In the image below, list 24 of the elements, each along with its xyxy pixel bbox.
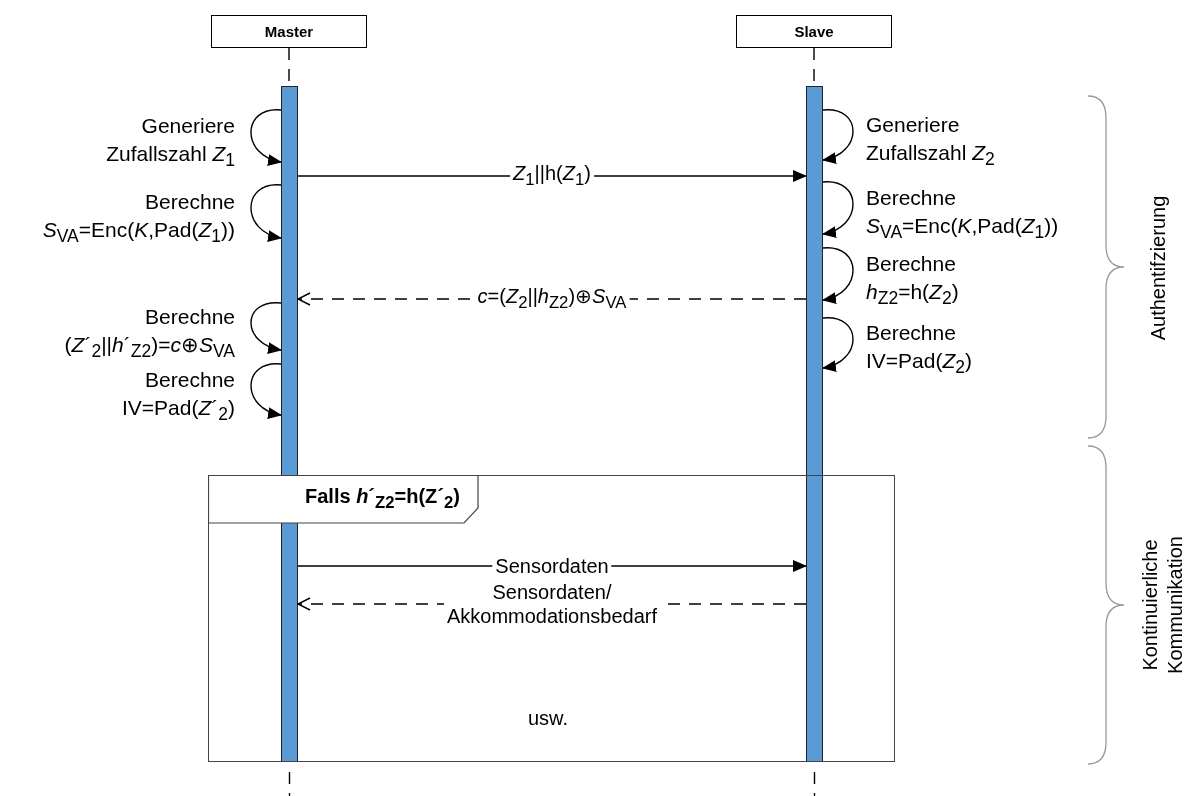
message-label: Berechne IV=Pad(Z$_{2}$) [866,320,973,380]
self-message-arrow [822,317,854,371]
self-message-arrow [250,363,282,418]
self-message-arrow [822,109,854,163]
message-label: Generiere Zufallszahl Z$_{1}$ [106,113,235,173]
lifeline-header: Slave [736,15,892,48]
self-message-arrow [250,184,282,241]
activation-bar [806,86,823,762]
note-text: usw. [528,706,568,730]
section-label: Authentifzierung [1145,194,1170,343]
message-label: Berechne S$_{VA}$=Enc(K,Pad(Z$_{1}$)) [866,185,1059,245]
condition-label: Falls h´$_{Z2}$=h(Z´$_{2}$) [305,485,460,513]
message-label: Berechne (Z´$_{2}$||h´$_{Z2}$)=c⊕S$_{VA}$ [64,303,235,363]
message-label: Berechne S$_{VA}$=Enc(K,Pad(Z$_{1}$)) [42,188,235,248]
self-message-arrow [250,302,282,353]
activation-bar [281,86,298,762]
message-label: Berechne IV=Pad(Z´$_{2}$) [121,366,235,426]
self-message-arrow [250,109,282,165]
message-label: Generiere Zufallszahl Z$_{2}$ [866,112,995,172]
lifeline-header: Master [211,15,367,48]
message-label: Berechne h$_{Z2}$=h(Z$_{2}$) [866,251,959,311]
section-label: Kontinuierliche Kommunikation [1138,535,1187,676]
self-message-arrow [822,181,854,237]
self-message-arrow [822,247,854,303]
